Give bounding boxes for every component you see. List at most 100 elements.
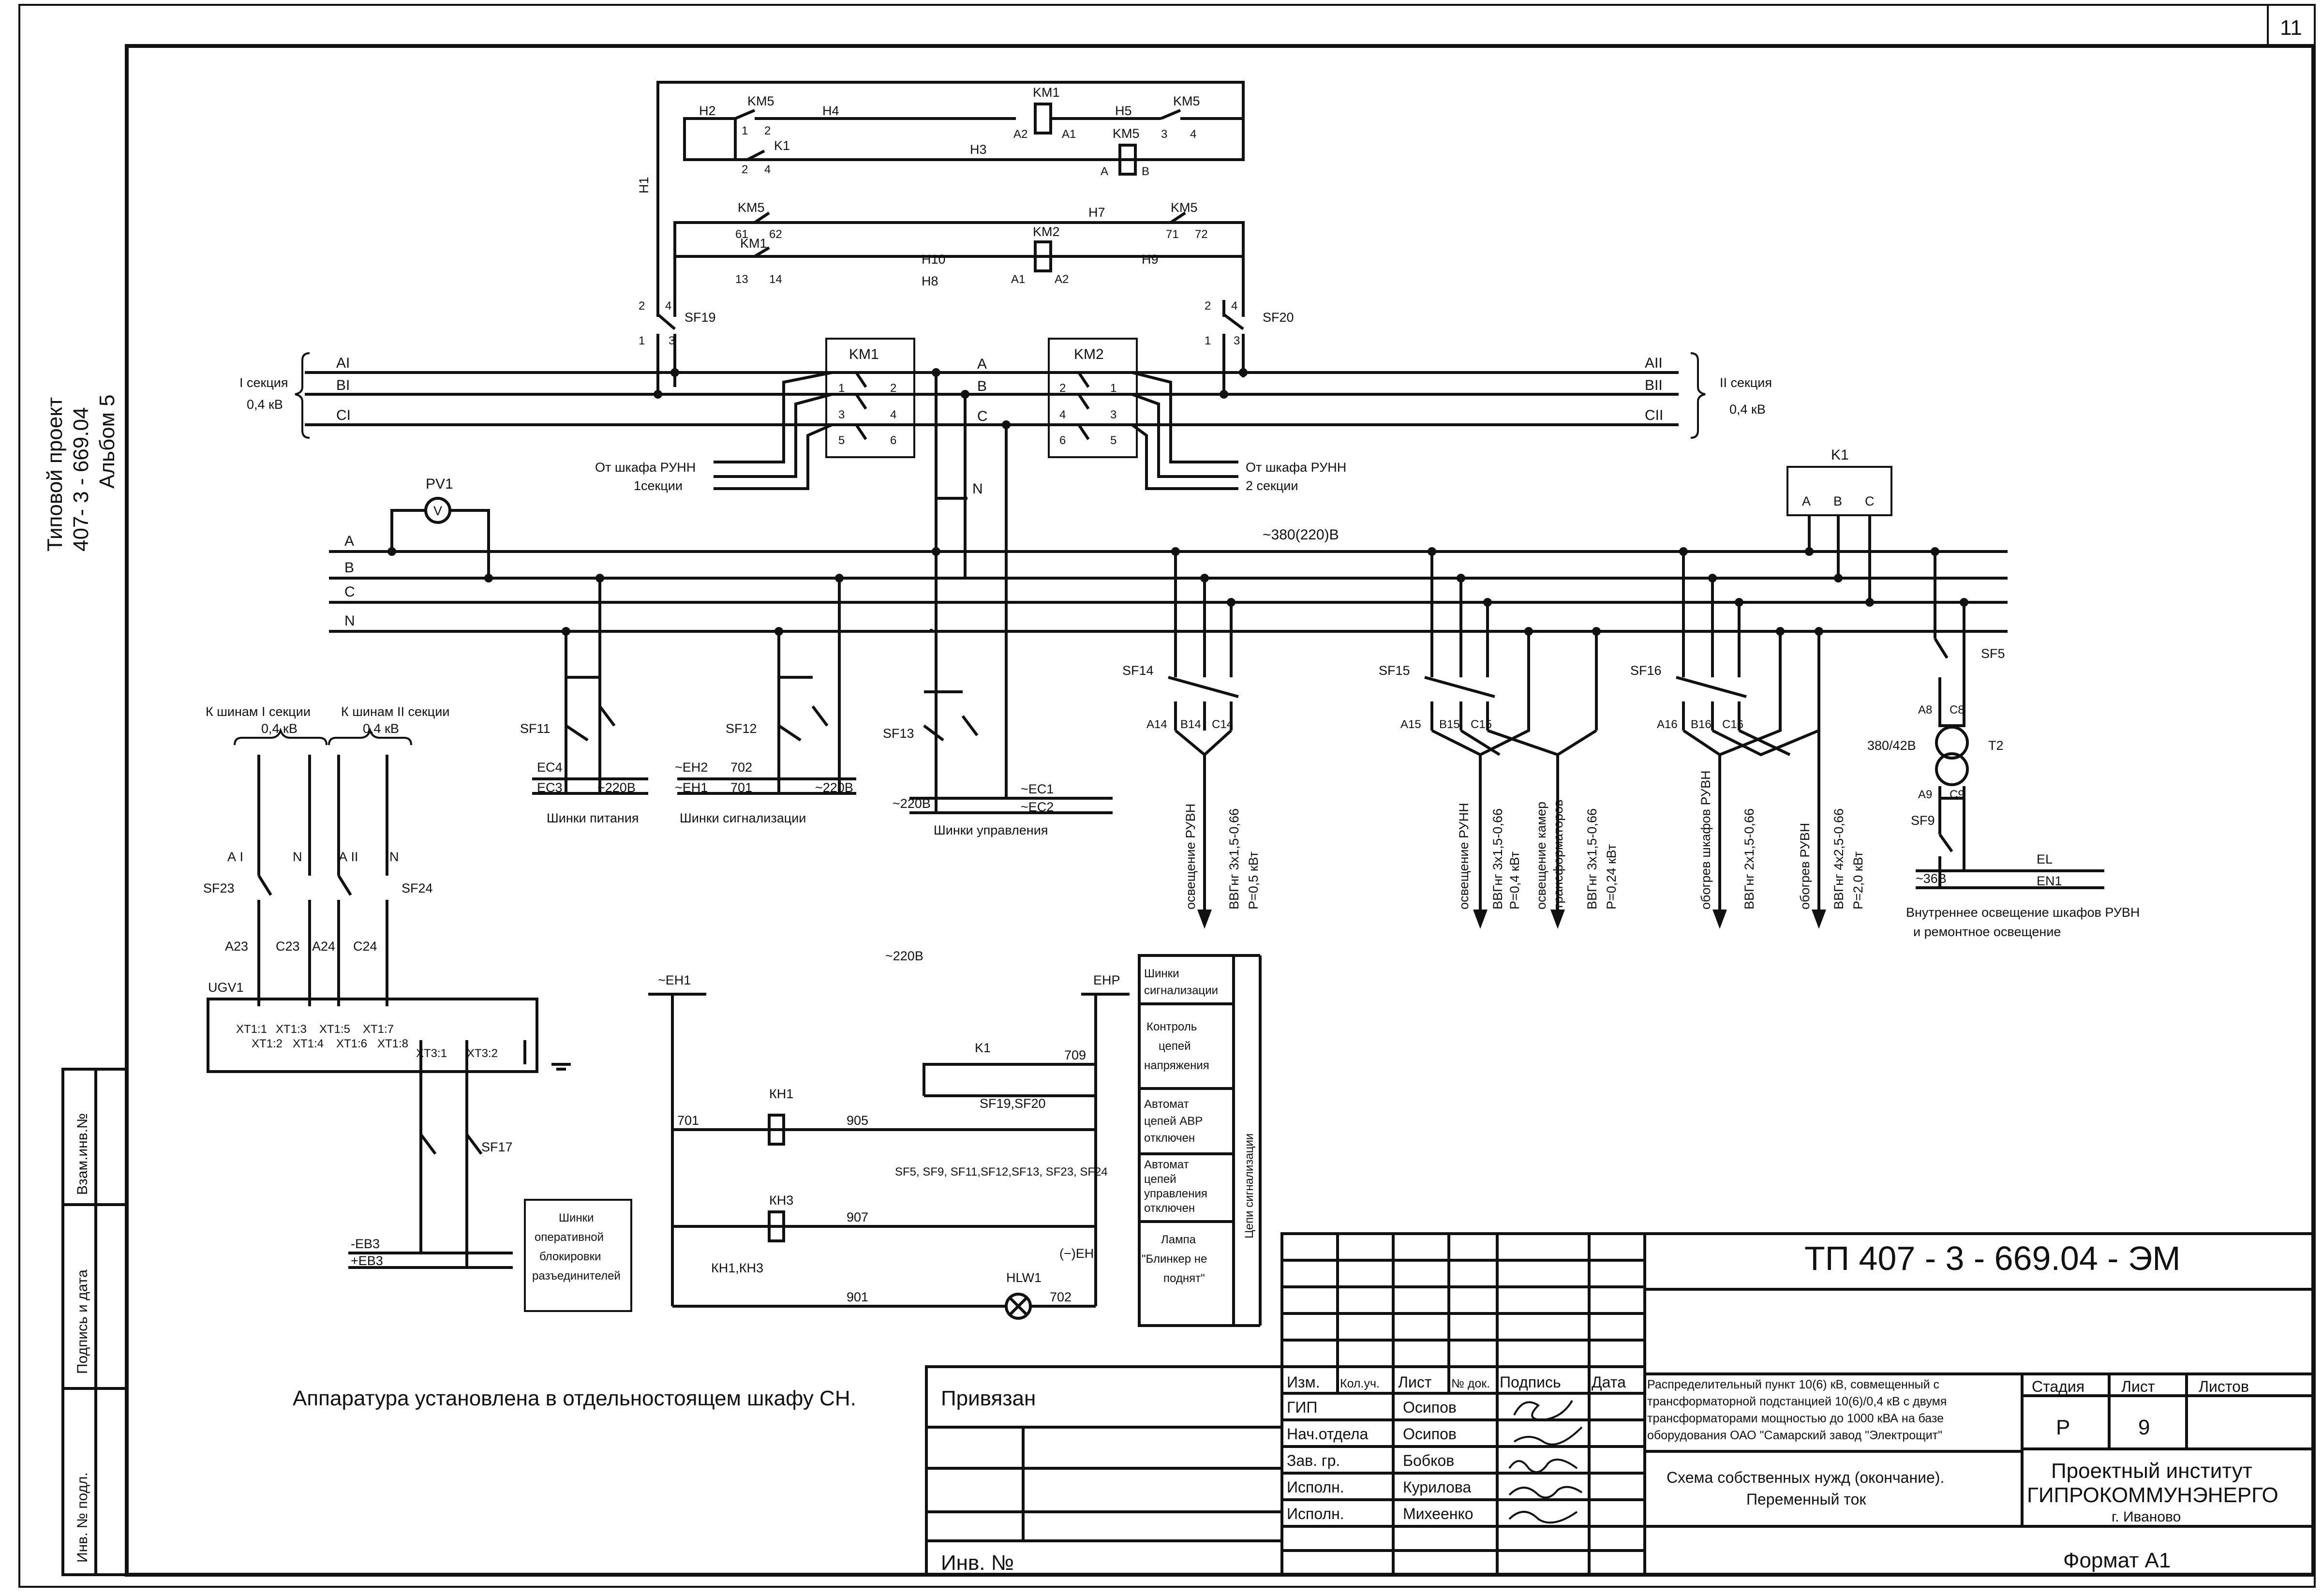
ugv-block: К шинам I секции 0,4 кВ К шинам II секци… xyxy=(203,704,632,1312)
ugv-note-4: разъединителей xyxy=(532,1269,621,1283)
bus-phase-n: N xyxy=(344,613,355,629)
wire-h3: Н3 xyxy=(970,142,987,157)
pin-2b: 2 xyxy=(742,163,748,176)
tb-sheets-h: Листов xyxy=(2199,1378,2249,1395)
sf14-term-c: C14 xyxy=(1212,718,1233,731)
km1-pin5: 5 xyxy=(838,434,845,447)
signal-sf-list: SF5, SF9, SF11,SF12,SF13, SF23, SF24 xyxy=(895,1165,1108,1178)
signal-minus-eh: (−)ЕН xyxy=(1059,1246,1094,1261)
k1-label: K1 xyxy=(774,138,790,153)
legend-2-2: цепей xyxy=(1159,1040,1191,1053)
km5-label-3: KM5 xyxy=(1113,126,1140,141)
side-stamp-line3: Альбом 5 xyxy=(95,394,119,489)
pin-2a: 2 xyxy=(764,124,771,137)
t2-wire-36v: ~36В xyxy=(1916,871,1947,886)
sf15b-line-2: трансформаторов xyxy=(1551,800,1565,910)
equipment-note: Аппаратура установлена в отдельностоящем… xyxy=(293,1387,856,1410)
sf19-pin1: 1 xyxy=(639,334,645,347)
ugv-wire-a23: A23 xyxy=(225,939,248,954)
side-stamp-line1: Типовой проект xyxy=(43,397,67,552)
sf13-wire-2: ~ЕС2 xyxy=(1021,800,1054,814)
sf13-caption: Шинки управления xyxy=(934,823,1048,837)
legend-4-2: цепей xyxy=(1144,1173,1176,1186)
bus-voltage: ~380(220)В xyxy=(1263,527,1339,543)
mid-phase-c: C xyxy=(977,408,988,424)
ugv-sf24: SF24 xyxy=(402,881,433,895)
signal-wire-709: 709 xyxy=(1064,1048,1086,1062)
ugv-term-2: XT1:2 xyxy=(252,1037,283,1050)
km5-label-2: KM5 xyxy=(1173,94,1200,108)
legend-3-2: цепей АВР xyxy=(1144,1115,1203,1128)
signal-circuit: ~220В ~ЕН1 ЕНР K1 709 SF19,SF20 КН1 701 … xyxy=(648,949,1262,1327)
sf12-label: SF12 xyxy=(726,721,757,736)
wire-h2: Н2 xyxy=(699,104,716,118)
t2-label: T2 xyxy=(1988,738,2004,753)
pin-b-km5: В xyxy=(1142,165,1149,178)
outer-border xyxy=(18,4,2316,1588)
ugv-term-3: XT1:3 xyxy=(276,1023,307,1036)
sf12-wire-3: 702 xyxy=(730,760,752,775)
wire-h8: Н8 xyxy=(922,274,938,288)
ugv-sf23: SF23 xyxy=(203,881,235,895)
legend-4-4: отключен xyxy=(1144,1202,1195,1215)
sf11-wire-2: ЕС3 xyxy=(537,780,563,795)
bus-phase-b: B xyxy=(344,560,354,576)
signature-2 xyxy=(1513,1426,1583,1446)
ugv-wire-aii: А II xyxy=(339,850,358,864)
t2-wire-c8: C8 xyxy=(1950,703,1965,716)
from-cabinet-right-1: От шкафа РУНН xyxy=(1246,460,1346,475)
tb-role-4: Исполн. xyxy=(1287,1478,1344,1496)
signature-5 xyxy=(1508,1511,1578,1524)
legend-4-1: Автомат xyxy=(1144,1158,1189,1171)
outgoing-lines: SF14 A14 B14 C14 освещение РУВН ВВГнг 3х… xyxy=(1122,547,1865,929)
tb-h-izm: Изм. xyxy=(1287,1373,1320,1391)
sf11-label: SF11 xyxy=(520,721,551,736)
pin-71: 71 xyxy=(1166,228,1179,241)
pin-1a: 1 xyxy=(742,124,748,137)
sf14-term-a: A14 xyxy=(1146,718,1167,731)
pin-72: 72 xyxy=(1195,228,1208,241)
sf20-pin1: 1 xyxy=(1205,334,1211,347)
sf11-voltage: ~220В xyxy=(597,780,636,795)
pin-62: 62 xyxy=(769,228,782,241)
t2-ratio: 380/42В xyxy=(1867,738,1916,753)
signal-kh1-kh3: КН1,КН3 xyxy=(711,1261,763,1275)
pin-4b: 4 xyxy=(1190,128,1196,141)
tb-stage-h: Стадия xyxy=(2032,1378,2084,1395)
section1-voltage: 0,4 кВ xyxy=(247,397,283,412)
sf16b-line-2: ВВГнг 4х2,5-0,66 xyxy=(1831,808,1846,910)
ugv-note-1: Шинки xyxy=(559,1211,594,1224)
pin-a-km5: А xyxy=(1101,165,1108,178)
sf15b-line-3: ВВГнг 3х1,5-0,66 xyxy=(1585,808,1599,910)
ugv-term-1: XT1:1 xyxy=(236,1023,267,1036)
phase-cii: CII xyxy=(1645,407,1663,423)
sf11-caption: Шинки питания xyxy=(547,811,639,825)
km1-contact-label: KM1 xyxy=(740,236,767,251)
sf12-voltage: ~220В xyxy=(815,780,853,795)
sf13-wire-1: ~ЕС1 xyxy=(1021,782,1054,796)
phase-bii: BII xyxy=(1645,377,1663,393)
t2-wire-a8: A8 xyxy=(1918,703,1932,716)
sf11-wire-1: ЕС4 xyxy=(537,760,563,775)
sf14-line-1: освещение РУВН xyxy=(1183,804,1198,910)
pin-a2: A2 xyxy=(1013,128,1027,141)
sf19-label: SF19 xyxy=(685,310,716,325)
ugv-term-10: XT3:2 xyxy=(467,1047,498,1060)
tb-desc-2: трансформаторной подстанцией 10(6)/0,4 к… xyxy=(1647,1395,1947,1408)
km1-pin4: 4 xyxy=(890,408,896,421)
legend-1-2: сигнализации xyxy=(1144,984,1218,997)
ugv-title2: К шинам II секции xyxy=(341,704,449,719)
side-stamp-line2: 407- 3 - 669.04 xyxy=(69,407,93,552)
km2-coil-label: KM2 xyxy=(1033,224,1060,239)
sf13-voltage: ~220В xyxy=(893,796,931,811)
voltmeter-v: V xyxy=(433,504,442,518)
t2-sf5: SF5 xyxy=(1981,646,2005,661)
sf16b-line-3: Р=2,0 кВт xyxy=(1851,851,1865,910)
sf19-pin2: 2 xyxy=(639,299,645,313)
km2-pin5: 5 xyxy=(1110,434,1116,447)
pin-a1: A1 xyxy=(1062,128,1076,141)
ugv-wire-c24: C24 xyxy=(353,939,377,954)
signal-wire-901: 901 xyxy=(847,1290,868,1304)
legend-5-2: "Блинкер не xyxy=(1142,1253,1207,1266)
